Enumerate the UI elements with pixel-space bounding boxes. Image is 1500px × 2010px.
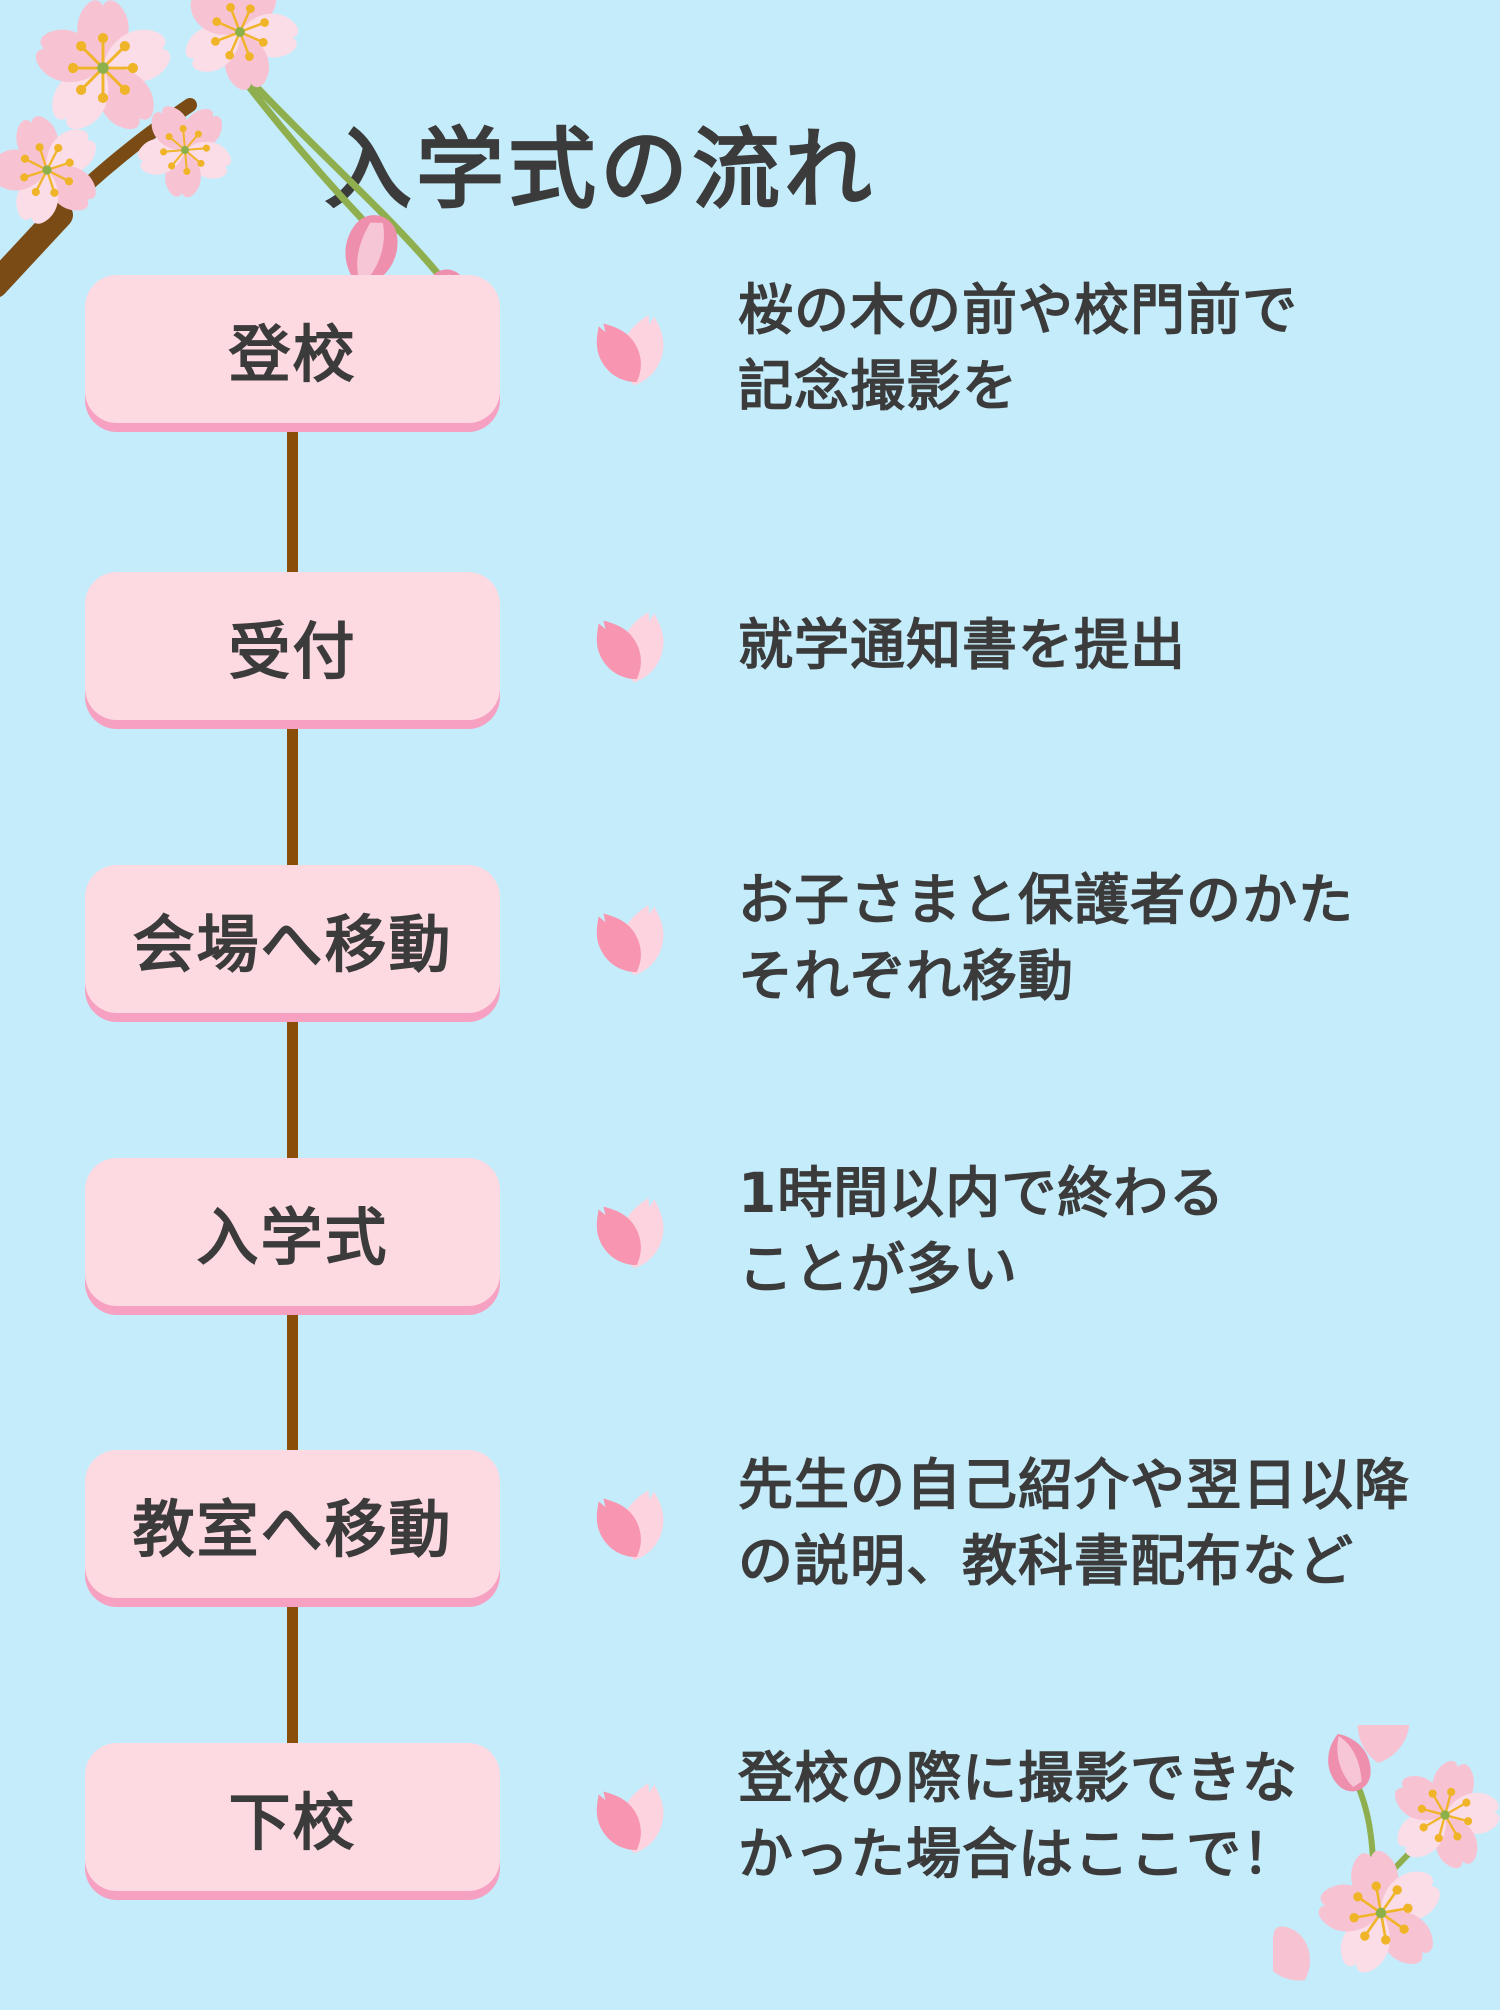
timeline-line — [287, 350, 298, 1817]
step-label: 受付 — [228, 615, 357, 688]
sakura-petal-icon — [596, 315, 664, 386]
sakura-petal-icon — [596, 905, 664, 976]
step-description-line: 桜の木の前や校門前で — [738, 278, 1299, 343]
timeline-step-5: 教室へ移動 先生の自己紹介や翌日以降 の説明、教科書配布など — [0, 1450, 1500, 1598]
cherry-blossom-decoration-bottom-right — [1273, 1725, 1500, 1993]
timeline-step-3: 会場へ移動 お子さまと保護者のかた それぞれ移動 — [0, 865, 1500, 1013]
step-label: 教室へ移動 — [132, 1493, 453, 1566]
step-box-1: 登校 — [85, 275, 500, 423]
step-description-line: お子さまと保護者のかた — [738, 868, 1355, 933]
step-description-line: 先生の自己紹介や翌日以降 — [738, 1453, 1411, 1518]
step-label: 会場へ移動 — [132, 908, 453, 981]
timeline-step-1: 登校 桜の木の前や校門前で 記念撮影を — [0, 275, 1500, 423]
step-box-6: 下校 — [85, 1743, 500, 1891]
step-box-5: 教室へ移動 — [85, 1450, 500, 1598]
sakura-petal-icon — [596, 612, 664, 683]
step-label: 下校 — [228, 1786, 357, 1859]
step-description-line: ことが多い — [738, 1237, 1019, 1301]
timeline-step-2: 受付 就学通知書を提出 — [0, 572, 1500, 720]
step-description: お子さまと保護者のかた それぞれ移動 — [738, 863, 1354, 1015]
step-description-line: の説明、教科書配布など — [738, 1529, 1355, 1593]
step-description: 就学通知書を提出 — [738, 608, 1186, 684]
step-description: 登校の際に撮影できな かった場合はここで！ — [738, 1741, 1298, 1893]
timeline-step-4: 入学式 1時間以内で終わる ことが多い — [0, 1158, 1500, 1306]
step-description: 先生の自己紹介や翌日以降 の説明、教科書配布など — [738, 1448, 1410, 1600]
step-description-line: 就学通知書を提出 — [738, 613, 1187, 678]
step-label: 入学式 — [196, 1201, 389, 1274]
step-label: 登校 — [228, 318, 357, 391]
step-box-3: 会場へ移動 — [85, 865, 500, 1013]
sakura-petal-icon — [596, 1490, 664, 1561]
timeline-step-6: 下校 登校の際に撮影できな かった場合はここで！ — [0, 1743, 1500, 1891]
step-description-line: それぞれ移動 — [738, 944, 1075, 1008]
step-description-line: かった場合はここで！ — [738, 1822, 1299, 1886]
step-box-2: 受付 — [85, 572, 500, 720]
step-box-4: 入学式 — [85, 1158, 500, 1306]
cherry-blossom-decoration-top-left — [0, 0, 472, 334]
page-title: 入学式の流れ — [323, 117, 876, 221]
step-description-line: 登校の際に撮影できな — [738, 1746, 1299, 1811]
step-description: 桜の木の前や校門前で 記念撮影を — [738, 273, 1298, 425]
sakura-petal-icon — [596, 1783, 664, 1854]
step-description: 1時間以内で終わる ことが多い — [738, 1156, 1225, 1308]
step-description-line: 記念撮影を — [738, 354, 1019, 418]
sakura-petal-icon — [596, 1198, 664, 1269]
step-description-line: 1時間以内で終わる — [738, 1161, 1226, 1226]
